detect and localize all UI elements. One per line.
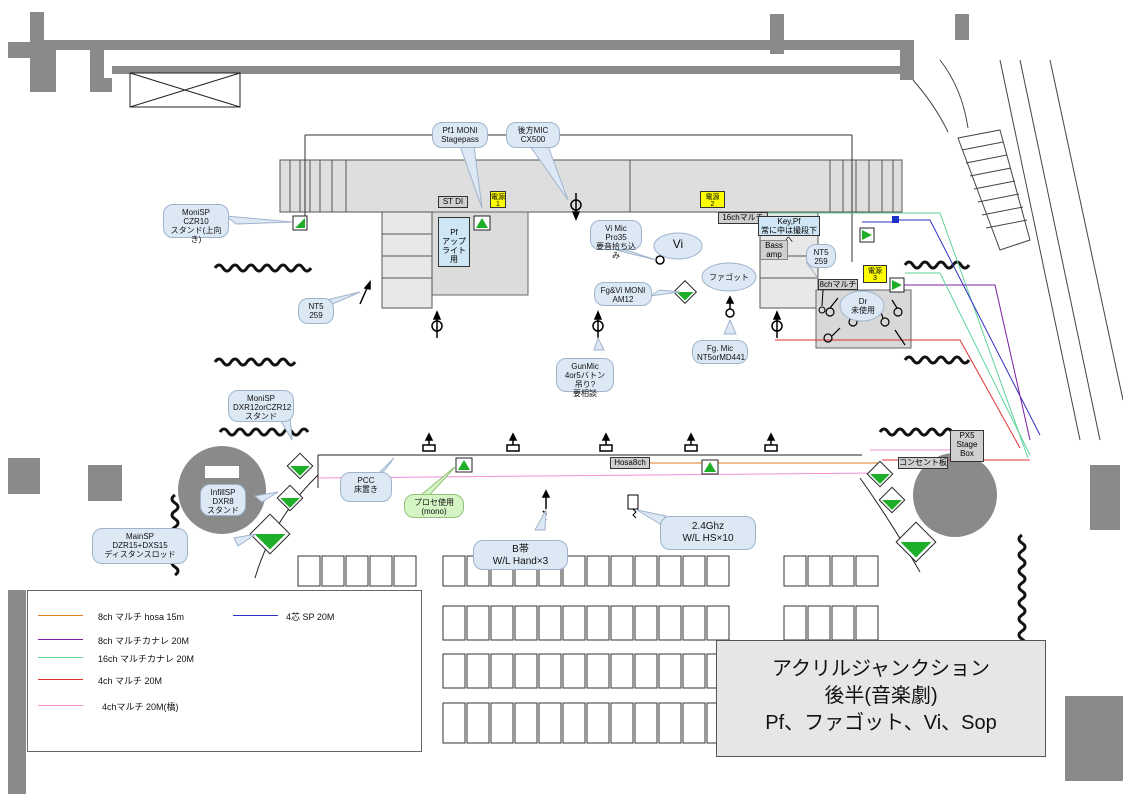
vi-mic-label: Vi Mic Pro35 要音拾ち込み	[590, 220, 642, 260]
fg-vi-moni-label: Fg&Vi MONI AM12	[594, 282, 652, 306]
prosei-label: プロセ使用 (mono)	[404, 494, 464, 518]
legend-line-4core-sp	[233, 615, 278, 616]
legend-label-4ch: 4ch マルチ 20M	[98, 676, 163, 686]
b-band-label: B帯 W/L Hand×3	[473, 540, 568, 570]
title-line-2: 後半(音楽劇)	[824, 685, 938, 707]
moni-sp-dxr-label: MoniSP DXR12orCZR12 スタンド	[228, 390, 294, 422]
ghz-label: 2.4Ghz W/L HS×10	[660, 516, 756, 550]
dr-label: Dr 未使用	[851, 297, 875, 315]
fg-mic-label: Fg. Mic NT5orMD441	[692, 340, 748, 364]
audience-seats	[297, 555, 879, 744]
gun-mic-label: GunMic 4or5バトン吊り? 要相談	[556, 358, 614, 398]
legend-label-4ch-bridge: 4chマルチ 20M(橋)	[102, 702, 179, 712]
rear-mic-label: 後方MIC CX500	[506, 122, 560, 148]
title-line-1: アクリルジャンクション	[772, 658, 990, 680]
pf1-moni-label: Pf1 MONI Stagepass	[432, 122, 488, 148]
bass-amp-box: Bass amp	[760, 240, 788, 260]
fagott-label: ファゴット	[709, 273, 749, 282]
title-box: アクリルジャンクション 後半(音楽劇) Pf、ファゴット、Vi、Sop	[716, 640, 1046, 757]
cable-legend: 8ch マルチ hosa 15m 8ch マルチカナレ 20M 16ch マルチ…	[27, 590, 422, 752]
nt5-right-label: NT5 259	[806, 244, 836, 268]
legend-label-hosa8ch: 8ch マルチ hosa 15m	[98, 612, 185, 622]
power-3: 電源 3	[863, 265, 887, 283]
hosa8ch-box: Hosa8ch	[610, 457, 650, 469]
cable-runs	[317, 212, 1041, 479]
legend-label-8ch-canare: 8ch マルチカナレ 20M	[98, 636, 190, 646]
power-1: 電源 1	[490, 191, 506, 208]
px5-stage-box: PX5 Stage Box	[950, 430, 984, 462]
title-line-3: Pf、ファゴット、Vi、Sop	[765, 712, 997, 734]
legend-label-4core-sp: 4芯 SP 20M	[286, 612, 335, 622]
nt5-left-label: NT5 259	[298, 298, 334, 324]
mic-arrows	[359, 193, 783, 521]
legend-label-16ch: 16ch マルチカナレ 20M	[98, 654, 195, 664]
speakers	[249, 215, 937, 563]
power-2: 電源 2	[700, 191, 725, 208]
pf-light-box: Pf アップ ライト用	[438, 217, 470, 267]
pcc-label: PCC 床置き	[340, 472, 392, 502]
legend-line-4ch	[38, 679, 83, 680]
main-sp-label: MainSP DZR15+DXS15 ディスタンスロッド	[92, 528, 188, 564]
key-pf-box: Key,Pf 常に中は撮段下へ	[758, 216, 820, 244]
st-di-box: ST DI	[438, 196, 468, 208]
legend-line-4ch-bridge	[38, 705, 83, 706]
vi-label: Vi	[672, 237, 684, 251]
stairs	[912, 59, 1123, 441]
moni-sp-left-label: MoniSP CZR10 スタンド(上向き)	[163, 204, 229, 244]
legend-line-hosa8ch	[38, 615, 83, 616]
building-walls	[8, 12, 1123, 794]
infill-sp-label: InfillSP DXR8 スタンド	[200, 484, 246, 516]
legend-line-16ch	[38, 657, 83, 658]
concent-box: コンセント板	[898, 457, 948, 469]
legend-line-8ch-canare	[38, 639, 83, 640]
multi-8ch-box: 8chマルチ	[818, 279, 858, 290]
